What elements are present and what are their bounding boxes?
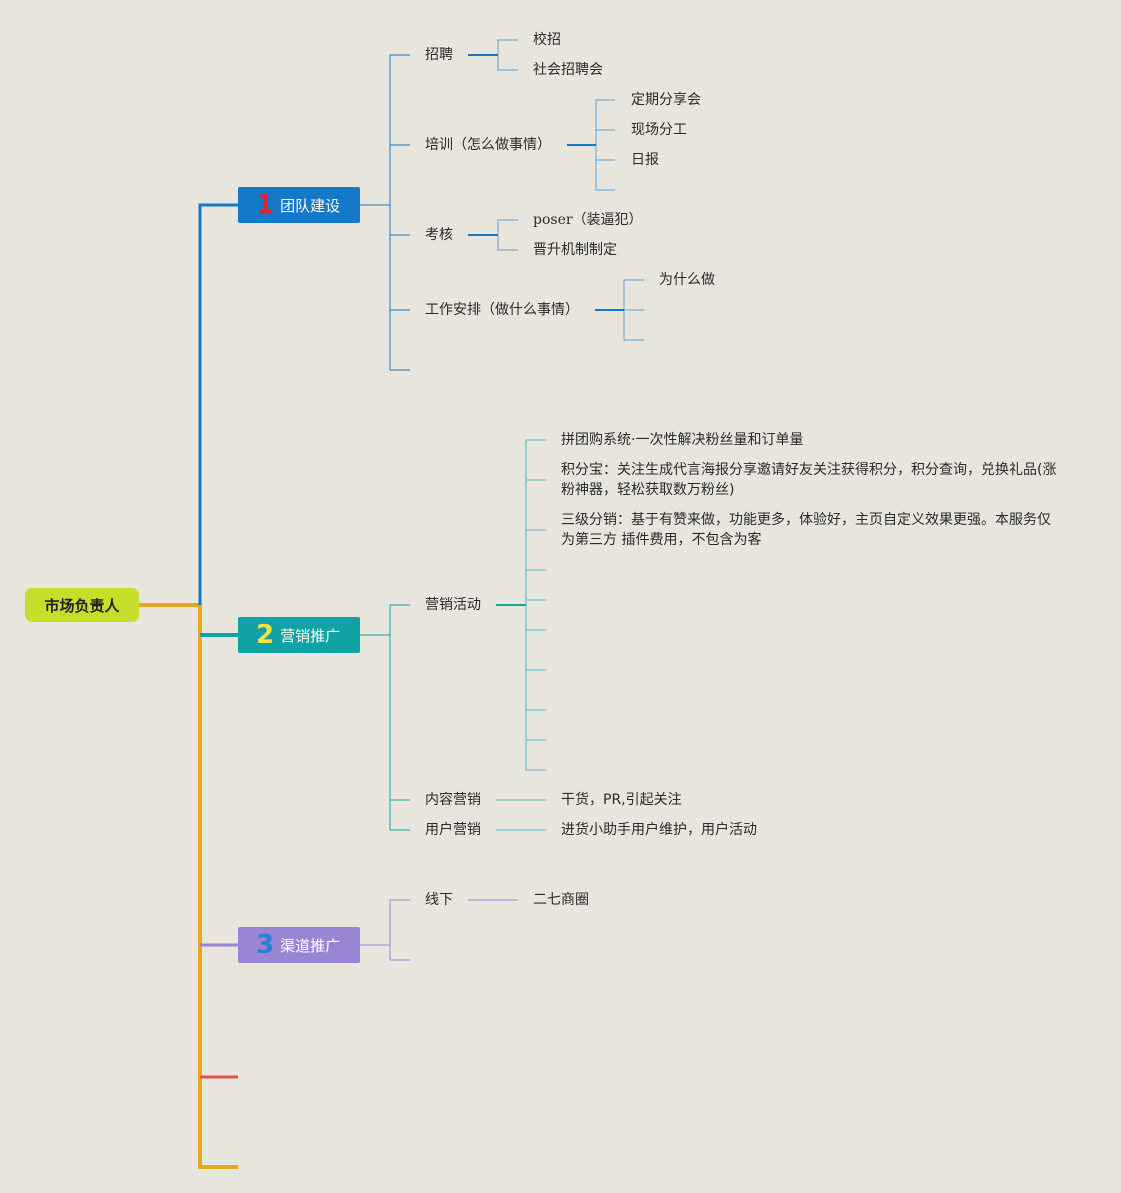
recruit-item[interactable]: 社会招聘会 bbox=[533, 62, 603, 78]
recruit-item[interactable]: 校招 bbox=[533, 32, 561, 48]
activity-item[interactable]: 三级分销：基于有赞来做，功能更多，体验好，主页自定义效果更强。本服务仅为第三方 … bbox=[561, 512, 1051, 548]
training-item[interactable]: 现场分工 bbox=[631, 122, 687, 138]
work-node[interactable]: 工作安排（做什么事情） bbox=[425, 302, 579, 318]
marketing-label: 营销推广 bbox=[280, 626, 341, 645]
team-leaf-lines bbox=[468, 39, 644, 341]
training-item[interactable]: 日报 bbox=[631, 152, 659, 168]
user-item[interactable]: 进货小助手用户维护，用户活动 bbox=[561, 822, 757, 838]
number-3-icon: 3 bbox=[256, 930, 275, 960]
recruit-node[interactable]: 招聘 bbox=[425, 47, 453, 63]
activity-item[interactable]: 拼团购系统·一次性解决粉丝量和订单量 bbox=[561, 432, 804, 448]
training-item[interactable]: 定期分享会 bbox=[631, 92, 701, 108]
activities-node[interactable]: 营销活动 bbox=[425, 597, 481, 613]
root-node[interactable]: 市场负责人 bbox=[25, 588, 139, 622]
team-node[interactable]: 1 团队建设 bbox=[238, 187, 360, 223]
team-label: 团队建设 bbox=[280, 196, 341, 215]
activity-item[interactable]: 积分宝：关注生成代言海报分享邀请好友关注获得积分，积分查询，兑换礼品(涨粉神器，… bbox=[561, 462, 1057, 498]
number-2-icon: 2 bbox=[256, 620, 275, 650]
offline-node[interactable]: 线下 bbox=[425, 892, 453, 908]
work-item[interactable]: 为什么做 bbox=[659, 272, 715, 288]
marketing-node[interactable]: 2 营销推广 bbox=[238, 617, 360, 653]
channel-node[interactable]: 3 渠道推广 bbox=[238, 927, 360, 963]
content-node[interactable]: 内容营销 bbox=[425, 792, 481, 808]
training-node[interactable]: 培训（怎么做事情） bbox=[425, 137, 551, 153]
team-branch-line bbox=[198, 203, 238, 605]
marketing-sub-lines bbox=[360, 604, 410, 831]
user-node[interactable]: 用户营销 bbox=[425, 822, 481, 838]
assess-item[interactable]: poser（装逼犯） bbox=[533, 212, 643, 228]
channel-sub-lines bbox=[360, 899, 518, 961]
assess-node[interactable]: 考核 bbox=[425, 227, 453, 243]
content-item[interactable]: 干货，PR,引起关注 bbox=[561, 792, 682, 808]
team-sub-lines bbox=[360, 54, 410, 371]
channel-label: 渠道推广 bbox=[280, 936, 341, 955]
marketing-leaf-lines bbox=[496, 439, 546, 831]
root-label: 市场负责人 bbox=[44, 596, 120, 615]
offline-item[interactable]: 二七商圈 bbox=[533, 892, 589, 908]
number-1-icon: 1 bbox=[256, 190, 275, 220]
trunk-lines bbox=[139, 603, 238, 1169]
assess-item[interactable]: 晋升机制制定 bbox=[533, 242, 617, 258]
